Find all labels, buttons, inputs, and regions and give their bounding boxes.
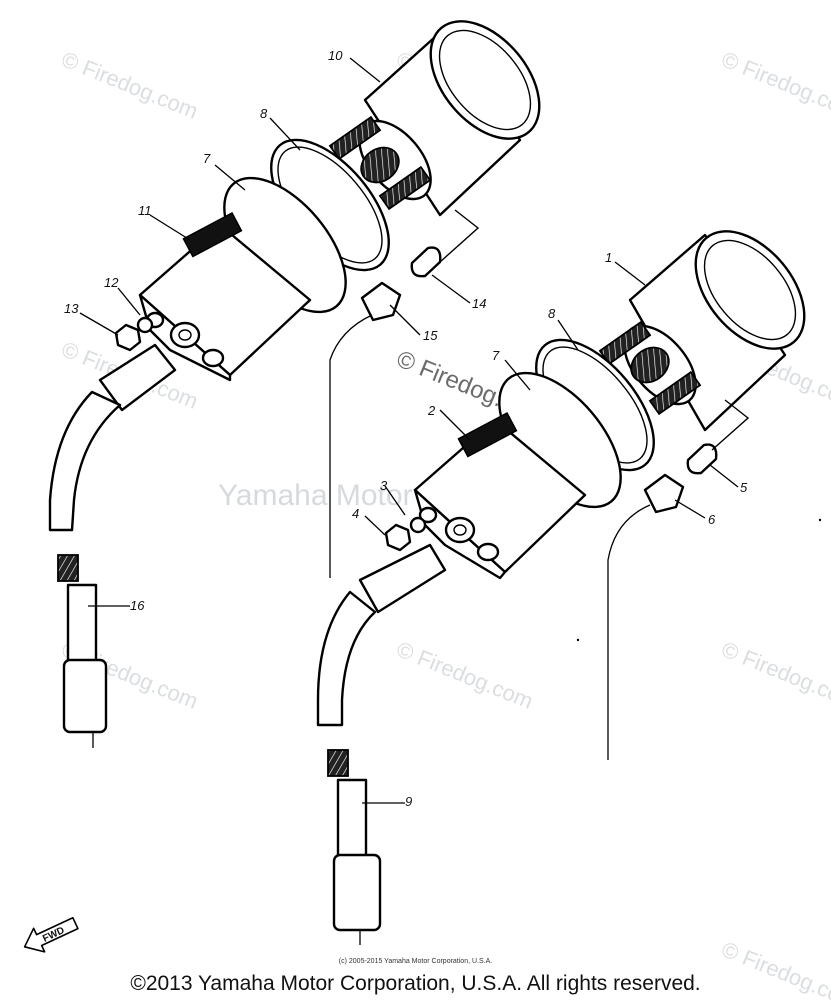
callout-2: 2 bbox=[427, 403, 436, 418]
callout-8-lower: 8 bbox=[548, 306, 556, 321]
leader-line-lower bbox=[711, 399, 750, 451]
callout-9: 9 bbox=[405, 794, 412, 809]
lower-assembly bbox=[316, 230, 806, 945]
gauge-body-1 bbox=[598, 230, 806, 432]
callout-6: 6 bbox=[708, 512, 716, 527]
socket-15 bbox=[360, 281, 402, 322]
callout-12: 12 bbox=[104, 275, 119, 290]
fwd-label: FWD bbox=[41, 925, 66, 945]
housing-11 bbox=[138, 212, 312, 382]
watermark: © Firedog.com bbox=[58, 46, 201, 123]
callout-13: 13 bbox=[64, 301, 79, 316]
callout-7-lower: 7 bbox=[492, 348, 500, 363]
socket-6 bbox=[643, 473, 685, 514]
upper-assembly bbox=[48, 20, 541, 748]
callout-1: 1 bbox=[605, 250, 612, 265]
callout-16: 16 bbox=[130, 598, 145, 613]
callout-3: 3 bbox=[380, 478, 388, 493]
washer-3 bbox=[409, 516, 427, 534]
cable-16 bbox=[48, 343, 177, 748]
watermark: © Firedog.com bbox=[718, 46, 831, 123]
leader-line-upper bbox=[439, 209, 480, 263]
callout-14: 14 bbox=[472, 296, 486, 311]
callout-10: 10 bbox=[328, 48, 343, 63]
watermark: © Firedog.com bbox=[718, 636, 831, 713]
callout-15: 15 bbox=[423, 328, 438, 343]
socket-wire-15 bbox=[329, 314, 373, 578]
bulb-14 bbox=[410, 246, 442, 278]
nut-13 bbox=[114, 323, 142, 352]
watermark: © Firedog.com bbox=[393, 636, 536, 713]
copyright-footer: ©2013 Yamaha Motor Corporation, U.S.A. A… bbox=[130, 972, 701, 995]
bulb-5 bbox=[686, 443, 718, 475]
callout-5: 5 bbox=[740, 480, 748, 495]
cable-9 bbox=[316, 543, 447, 945]
forward-direction-arrow: FWD bbox=[23, 916, 79, 953]
speck bbox=[576, 638, 580, 642]
socket-wire-6 bbox=[607, 504, 651, 760]
nut-4 bbox=[384, 523, 412, 552]
speck bbox=[818, 518, 822, 522]
washer-12 bbox=[136, 316, 154, 334]
housing-2 bbox=[413, 412, 587, 580]
callout-4: 4 bbox=[352, 506, 359, 521]
callout-8-upper: 8 bbox=[260, 106, 268, 121]
callout-11: 11 bbox=[138, 203, 152, 218]
callout-7-upper: 7 bbox=[203, 151, 211, 166]
gauge-body-10 bbox=[328, 20, 541, 217]
callout-leaders bbox=[79, 57, 739, 804]
small-copyright-note: (c) 2005-2015 Yamaha Motor Corporation, … bbox=[338, 958, 493, 965]
callout-numbers: 1 2 3 4 5 6 7 8 9 10 11 12 13 14 15 16 7… bbox=[64, 48, 748, 809]
